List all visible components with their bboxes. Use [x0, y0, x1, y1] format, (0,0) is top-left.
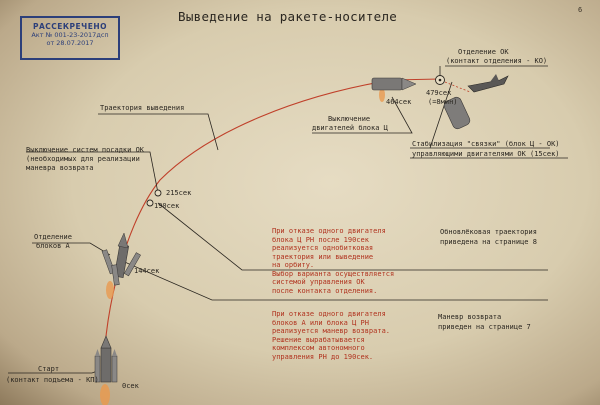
label-landing-off-2: (необходимых для реализации	[26, 155, 140, 163]
leader-engines-off	[312, 96, 413, 134]
note-2: При отказе одного двигателя блоков А или…	[272, 310, 390, 361]
note-1-line: блока Ц РН после 190сек	[272, 235, 369, 244]
leader-144	[119, 259, 548, 301]
time-144: 144сек	[134, 267, 160, 275]
ref-1-line-1: Обновлёковая траектория	[440, 228, 537, 236]
ref-2-line-1: Маневр возврата	[438, 313, 502, 321]
time-190: 190сек	[154, 202, 180, 210]
declassified-stamp: РАССЕКРЕЧЕНО Акт № 001-23-2017дсп от 28.…	[20, 16, 120, 60]
label-start-2: (контакт подъема - КП)	[6, 376, 99, 384]
label-engines-off-2: двигателей блока Ц	[312, 124, 388, 132]
note-1: При отказе одного двигателя блока Ц РН п…	[272, 227, 394, 295]
ref-1-line-2: приведена на странице 8	[440, 238, 537, 246]
rocket-boosters-icon	[101, 232, 141, 299]
note-1-line: реализуется однобитковая	[272, 244, 374, 252]
leader-trajectory	[98, 113, 219, 151]
stamp-line-2: Акт № 001-23-2017дсп	[31, 31, 109, 39]
note-1-line: системой управления ОК	[272, 278, 365, 286]
core-block-icon	[443, 96, 471, 130]
time-479-note: (=8мин)	[428, 98, 458, 106]
label-landing-off-3: маневра возврата	[26, 164, 94, 172]
separation-path	[444, 81, 471, 93]
time-464: 464сек	[386, 98, 412, 106]
note-1-line: Выбор варианта осуществляется	[272, 269, 395, 278]
note-1-line: на орбиту.	[272, 261, 315, 269]
stamp-line-1: РАССЕКРЕЧЕНО	[32, 22, 108, 31]
rocket-launch-icon	[94, 335, 118, 405]
note-2-line: блоков А или блока Ц РН	[272, 318, 369, 327]
marker-479-center	[438, 78, 442, 82]
label-stab-2: управляющими двигателями ОК (15сек)	[412, 150, 560, 158]
rocket-core-icon	[371, 77, 417, 102]
note-2-line: Решение вырабатывается	[272, 335, 365, 344]
time-215: 215сек	[166, 189, 192, 197]
note-2-line: комплексом автономного	[272, 344, 365, 352]
note-1-line: При отказе одного двигателя	[272, 227, 386, 235]
leader-stab-v	[429, 81, 453, 149]
label-landing-off-1: Выключение систем посадки ОК	[26, 146, 145, 154]
page-number: 6	[578, 6, 583, 14]
leader-landing-off	[26, 151, 159, 194]
label-stab-1: Стабилизация "связки" (блок Ц - ОК)	[412, 140, 560, 148]
note-2-line: При отказе одного двигателя	[272, 310, 386, 318]
label-separation-2: (контакт отделения - КО)	[446, 57, 548, 65]
label-separation-1: Отделение ОК	[458, 48, 509, 56]
diagram-title: Выведение на ракете-носителе	[178, 9, 398, 24]
leader-190	[157, 202, 548, 271]
label-engines-off-1: Выключение	[328, 115, 371, 123]
marker-190	[146, 199, 154, 207]
trajectory-curve	[103, 78, 441, 379]
orbiter-icon	[467, 74, 509, 93]
note-1-line: после контакта отделения.	[272, 286, 378, 295]
label-sep-a-1: Отделение	[34, 233, 72, 241]
ref-2-line-2: приведен на странице 7	[438, 323, 531, 331]
label-trajectory: Траектория выведения	[100, 104, 185, 112]
time-0: 0сек	[122, 382, 139, 390]
time-479: 479сек	[426, 89, 452, 97]
label-start-1: Старт	[38, 365, 60, 373]
note-2-line: реализуется маневр возврата.	[272, 327, 391, 335]
stamp-line-3: от 28.07.2017	[46, 39, 94, 47]
label-sep-a-2: блоков А	[36, 242, 70, 250]
note-2-line: управления РН до 190сек.	[272, 352, 374, 361]
note-1-line: траектория или выведение	[272, 252, 374, 261]
marker-215	[154, 189, 162, 197]
